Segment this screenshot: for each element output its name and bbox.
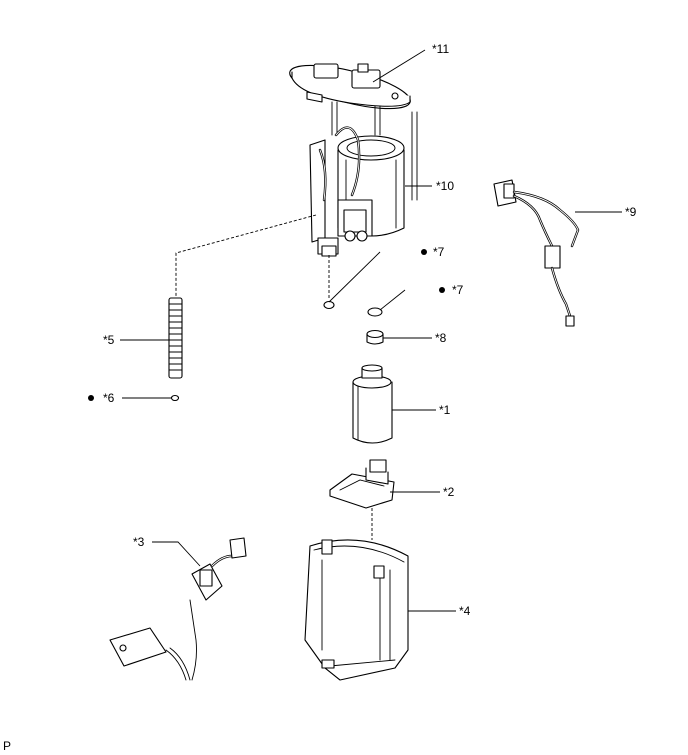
part-7-o-ring-lower — [367, 307, 383, 317]
callout-2: *2 — [443, 485, 455, 499]
callout-11: *11 — [432, 42, 449, 56]
callout-9: *9 — [625, 205, 637, 219]
callout-7-upper: *7 — [433, 245, 445, 259]
part-3-sender-gauge — [109, 537, 247, 681]
callout-6: *6 — [103, 391, 115, 405]
bullet-dot-6 — [88, 395, 94, 401]
part-8-cushion — [366, 329, 384, 345]
callout-1: *1 — [439, 403, 451, 417]
part-11-flange — [289, 63, 411, 110]
part-2-bracket — [329, 459, 395, 509]
part-5-corrugated-tube — [168, 297, 183, 379]
callout-7-lower: *7 — [452, 283, 464, 297]
bullet-dot-7a — [421, 249, 427, 255]
callout-3: *3 — [133, 535, 145, 549]
part-10-pump-module — [309, 101, 418, 257]
callout-5: *5 — [103, 333, 115, 347]
part-9-wire-harness — [493, 179, 580, 327]
leader-lines — [120, 49, 622, 612]
part-6-small-o-ring — [170, 394, 180, 402]
part-1-fuel-pump — [352, 364, 393, 444]
part-4-reservoir-cup — [304, 539, 409, 681]
callout-10: *10 — [436, 179, 454, 193]
alignment-lines — [175, 214, 373, 540]
callout-8: *8 — [435, 331, 447, 345]
callout-4: *4 — [459, 604, 471, 618]
corner-mark: P — [3, 739, 11, 753]
part-7-o-ring-upper — [323, 300, 335, 310]
bullet-dot-7b — [439, 287, 445, 293]
